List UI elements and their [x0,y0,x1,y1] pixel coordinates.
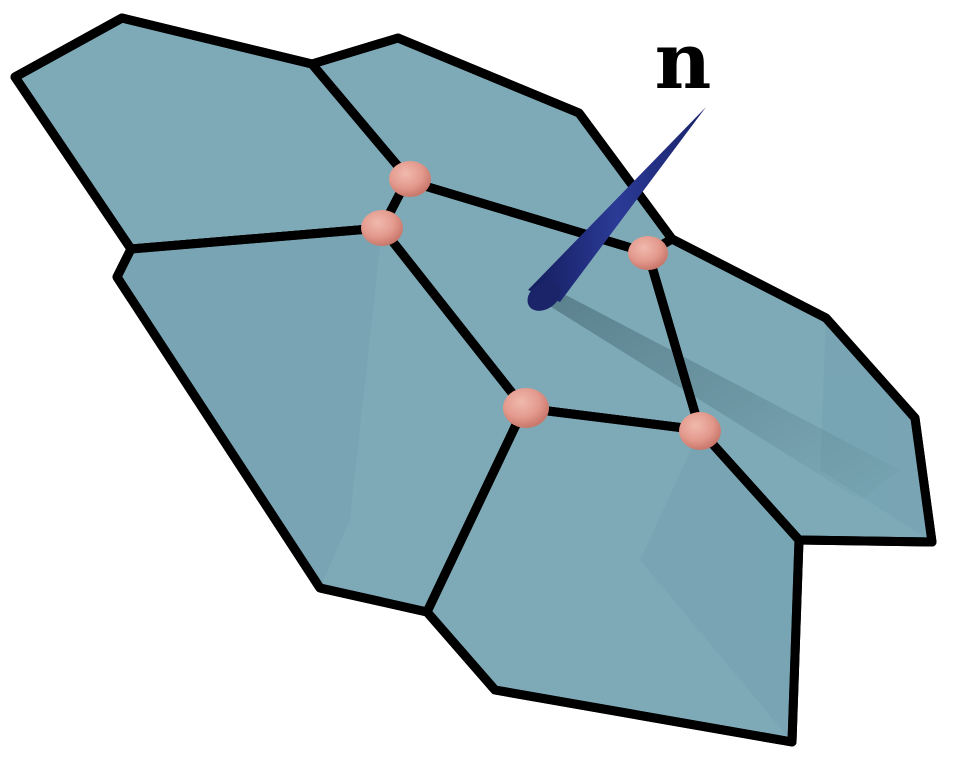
normal-cone-icon [528,107,706,302]
vertex-sphere-2 [361,210,403,246]
mesh-shading [117,228,932,742]
vertex-sphere-3 [628,236,668,270]
normal-shadow [540,292,900,500]
vertex-sphere-1 [389,161,431,197]
mesh-edges [10,13,937,747]
vertex-sphere-5 [679,412,721,450]
vertex-sphere-4 [503,388,549,428]
face-vertices [361,161,721,450]
normal-vector [527,107,706,311]
normal-cone-base [527,281,561,311]
normal-label: n [655,16,712,107]
